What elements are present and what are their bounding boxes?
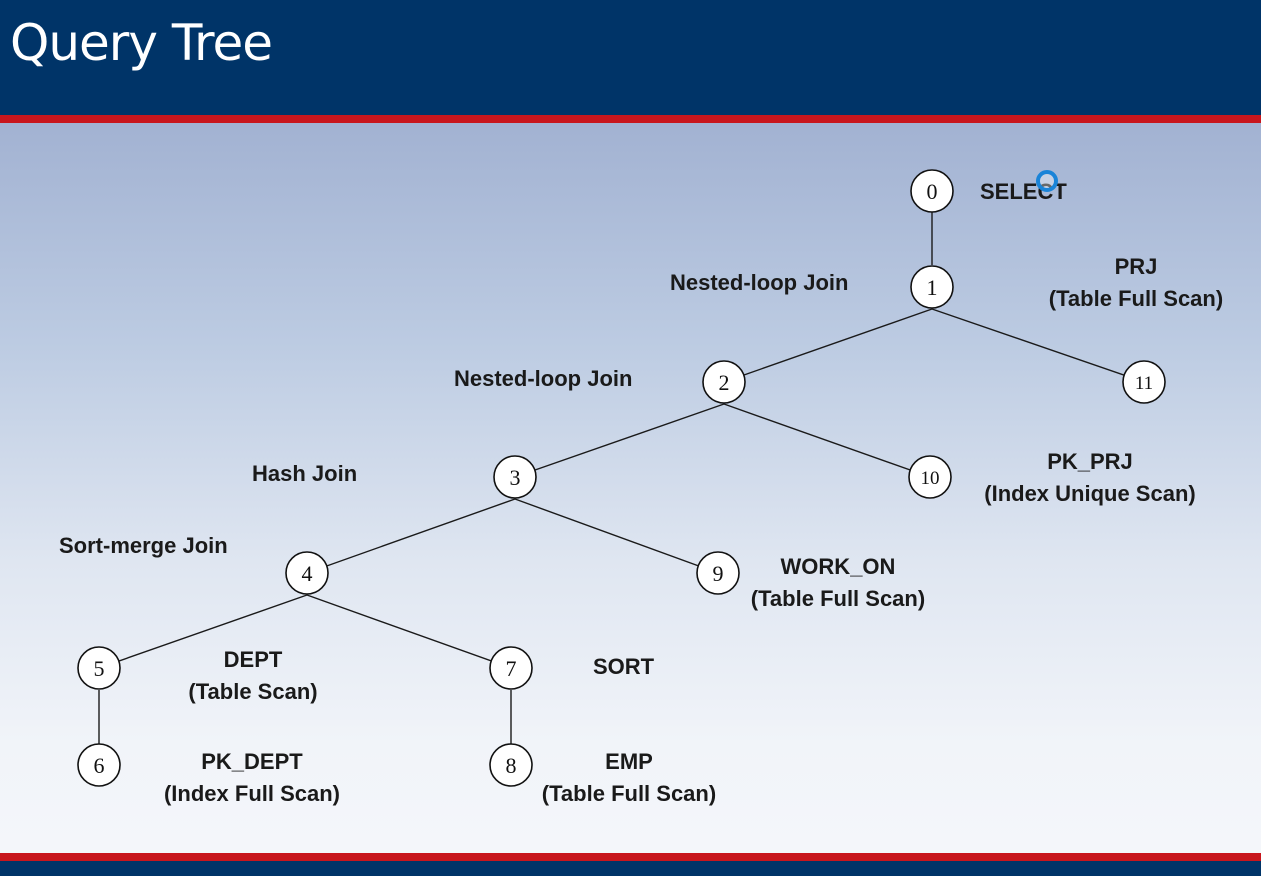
tree-node-2: 2 [702,360,746,404]
tree-node-4: 4 [285,551,329,595]
label-pk-dept-name: PK_DEPT [201,749,303,774]
tree-node-8: 8 [489,743,533,787]
label-pk-prj: PK_PRJ (Index Unique Scan) [962,446,1218,510]
tree-node-6: 6 [77,743,121,787]
edge-4-5 [98,594,308,669]
label-work-on-name: WORK_ON [780,554,896,579]
edge-4-7 [306,594,512,669]
label-sort: SORT [593,654,655,679]
label-nested-loop-join-1: Nested-loop Join [670,270,849,295]
tree-node-0: 0 [910,169,954,213]
edge-2-3 [514,403,725,478]
node-number: 4 [302,561,313,586]
node-number: 11 [1135,373,1153,394]
tree-node-5: 5 [77,646,121,690]
node-number: 7 [506,656,517,681]
tree-node-7: 7 [489,646,533,690]
tree-node-11: 11 [1122,360,1166,404]
edge-2-10 [723,403,931,478]
label-emp: EMP (Table Full Scan) [522,746,736,810]
label-dept: DEPT (Table Scan) [168,644,338,708]
label-prj-name: PRJ [1114,254,1158,279]
node-number: 10 [921,468,940,489]
label-pk-prj-name: PK_PRJ [1047,449,1133,474]
node-number: 0 [927,179,938,204]
node-number: 6 [94,753,105,778]
label-dept-op: (Table Scan) [188,679,318,704]
label-nested-loop-join-2: Nested-loop Join [454,366,633,391]
header-red-stripe [0,115,1261,123]
label-pk-prj-op: (Index Unique Scan) [984,481,1196,506]
edge-1-11 [931,308,1145,383]
mouse-cursor-icon [1036,170,1058,192]
tree-node-1: 1 [910,265,954,309]
label-pk-dept: PK_DEPT (Index Full Scan) [144,746,360,810]
node-number: 1 [927,275,938,300]
node-number: 2 [719,370,730,395]
edge-3-4 [306,498,516,574]
label-emp-op: (Table Full Scan) [541,781,717,806]
tree-node-10: 10 [908,455,952,499]
tree-node-9: 9 [696,551,740,595]
slide-footer [0,861,1261,876]
slide-header: Query Tree [0,0,1261,115]
label-dept-name: DEPT [223,647,283,672]
node-number: 3 [510,465,521,490]
slide-body [0,123,1261,853]
edge-3-9 [514,498,719,574]
label-emp-name: EMP [605,749,653,774]
label-work-on: WORK_ON (Table Full Scan) [732,551,944,615]
footer-red-stripe [0,853,1261,861]
label-sort-merge-join: Sort-merge Join [59,533,228,558]
label-prj-op: (Table Full Scan) [1048,286,1224,311]
edge-1-2 [723,308,933,383]
label-work-on-op: (Table Full Scan) [750,586,926,611]
node-number: 8 [506,753,517,778]
node-number: 5 [94,656,105,681]
label-hash-join: Hash Join [252,461,358,486]
label-pk-dept-op: (Index Full Scan) [163,781,341,806]
slide-title: Query Tree [10,14,273,72]
label-prj: PRJ (Table Full Scan) [1030,251,1242,315]
node-number: 9 [713,561,724,586]
tree-node-3: 3 [493,455,537,499]
